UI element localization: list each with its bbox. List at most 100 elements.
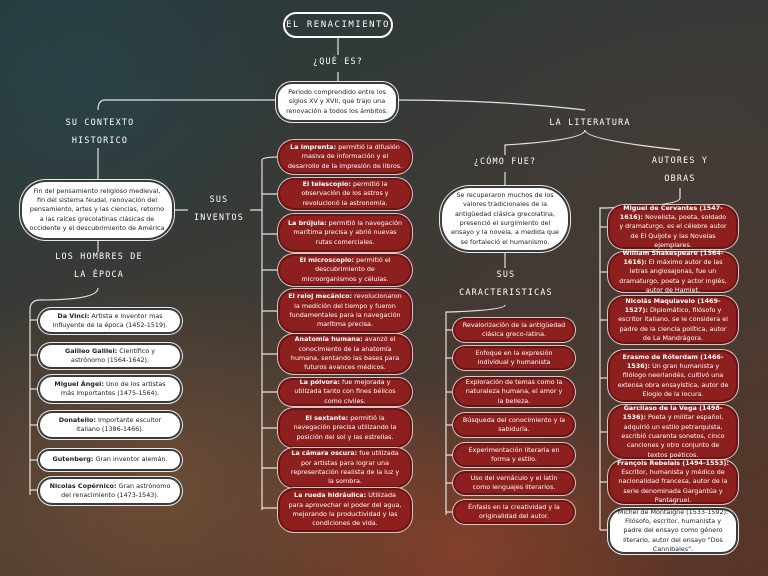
hombre-item-name: Da Vinci: <box>57 311 90 320</box>
autor-item-desc: Poeta y militar español, adquirió un est… <box>621 413 725 459</box>
invento-item-desc: revolucionaron la medición del tiempo y … <box>289 292 402 329</box>
como-fue-label: ¿CÓMO FUE? <box>473 156 537 166</box>
literatura-label: LA LITERATURA <box>549 117 631 127</box>
invento-item: La brújula: permitió la navegación marít… <box>280 216 410 250</box>
invento-item-name: El sextante: <box>305 414 349 423</box>
hombre-item: Gutenberg: Gran inventor alemán. <box>40 451 180 469</box>
autor-item-text: Miguel de Cervantes (1547-1616): Novelis… <box>617 204 729 250</box>
hombre-item: Da Vinci: Artista e inventor mas influye… <box>40 310 180 332</box>
invento-item-desc: avanzó el conocimiento de la anatomía hu… <box>290 335 400 372</box>
autor-item-text: Nicolás Maquiavelo (1469-1527): Diplomát… <box>617 297 729 343</box>
hombre-item-name: Nicolas Copérnico: <box>49 481 117 490</box>
invento-item-text: La cámara oscura: fue utilizada por arti… <box>287 449 403 486</box>
autor-item-text: William Shakespeare (1564-1616): El máxi… <box>617 249 729 295</box>
invento-item-desc: permitió la navegación precisa utilizand… <box>293 414 397 441</box>
que-es-label: ¿QUÉ ES? <box>313 56 363 66</box>
invento-item-text: La rueda hidráulica: Utilizada para apro… <box>287 491 403 528</box>
hombres-label-text: LOS HOMBRES DE LA ÉPOCA <box>55 251 143 279</box>
inventos-label: SUS INVENTOS <box>188 191 250 226</box>
invento-item-name: La pólvora: <box>299 378 340 387</box>
hombre-item-text: Da Vinci: Artista e inventor mas influye… <box>47 312 173 331</box>
como-fue-text: Se recuperaron muchos de los valores tra… <box>451 191 559 246</box>
hombre-item-desc: Importante escultor italiano (1386-1466)… <box>76 415 162 433</box>
caracteristica-item: Búsqueda del conocimiento y la sabiduría… <box>455 415 573 435</box>
hombre-item-text: Donatello: Importante escultor italiano … <box>47 416 173 435</box>
main-title: EL RENACIMIENTO <box>283 12 393 38</box>
autor-item-name: William Shakespeare (1564-1616): <box>622 248 724 267</box>
contexto-node: Fin del pensamiento religioso medieval, … <box>22 182 172 238</box>
invento-item-name: La imprenta: <box>290 143 337 152</box>
invento-item-text: El microscopio: permitió el descubrimien… <box>287 256 403 284</box>
hombre-item: Miguel Ángel: Uno de los artistas más im… <box>40 377 180 401</box>
invento-item-text: Anatomía humana: avanzó el conocimiento … <box>287 335 403 372</box>
que-es-text: Periodo comprendido entre los siglos XV … <box>286 88 388 115</box>
invento-item-desc: permitió la difusión masiva de informaci… <box>287 143 403 170</box>
invento-item-text: El sextante: permitió la navegación prec… <box>287 414 403 442</box>
invento-item-text: La brújula: permitió la navegación marít… <box>287 219 403 247</box>
hombre-item-desc: Artista e inventor mas influyente de la … <box>52 311 168 329</box>
invento-item: La imprenta: permitió la difusión masiva… <box>280 142 410 172</box>
invento-item-text: El reloj mecánico: revolucionaron la med… <box>287 292 403 329</box>
invento-item-text: La imprenta: permitió la difusión masiva… <box>287 143 403 171</box>
invento-item-name: El telescopio: <box>302 180 351 189</box>
autor-item-desc: Novelista, poeta, soldado y dramaturgo, … <box>619 213 727 249</box>
contexto-label: SU CONTEXTO HISTORICO <box>50 114 150 149</box>
invento-item-name: El reloj mecánico: <box>288 292 353 301</box>
autores-label: AUTORES Y OBRAS <box>645 152 715 187</box>
caracteristica-item: Uso del vernáculo y el latín como lengua… <box>455 473 573 493</box>
hombre-item-text: Gutenberg: Gran inventor alemán. <box>52 455 167 464</box>
hombres-label: LOS HOMBRES DE LA ÉPOCA <box>55 248 143 283</box>
hombre-item-text: Nicolas Copérnico: Gran astrónomo del re… <box>47 482 173 501</box>
autor-item: William Shakespeare (1564-1616): El máxi… <box>610 249 736 294</box>
caracteristica-item-text: Exploración de temas como la naturaleza … <box>465 378 563 405</box>
autor-item-desc: Un gran humanista y filólogo neerlandés,… <box>617 362 729 398</box>
hombre-item-name: Miguel Ángel: <box>54 379 104 388</box>
contexto-label-text: SU CONTEXTO HISTORICO <box>65 117 135 145</box>
caracteristica-item: Experimentación literaria en forma y est… <box>455 445 573 465</box>
invento-item-desc: fue utilizada por artistas para lograr u… <box>290 449 400 486</box>
invento-item-name: La rueda hidráulica: <box>294 491 367 500</box>
caracteristica-item: Enfoque en la expresión individual y hum… <box>455 348 573 368</box>
hombre-item-text: Galileo Galilei: Científico y astrónomo … <box>47 347 173 366</box>
hombre-item-desc: Gran inventor alemán. <box>93 455 168 464</box>
inventos-label-text: SUS INVENTOS <box>194 194 244 222</box>
invento-item-desc: fue mejorada y utilizada tanto con fines… <box>294 378 396 405</box>
autor-item-name: Miguel de Cervantes (1547-1616): <box>619 203 723 222</box>
invento-item-desc: permitió la navegación marítima precisa … <box>293 219 403 246</box>
autor-item-text: Garcilaso de la Vega (1498-1536): Poeta … <box>617 404 729 460</box>
contexto-text: Fin del pensamiento religioso medieval, … <box>29 186 165 232</box>
autor-item-name: Garcilaso de la Vega (1498-1536): <box>622 404 723 422</box>
caracteristicas-label: SUS CARACTERISTICAS <box>450 266 562 301</box>
invento-item-text: La pólvora: fue mejorada y utilizada tan… <box>287 378 403 406</box>
invento-item: La cámara oscura: fue utilizada por arti… <box>280 449 410 486</box>
autor-item-desc: El máximo autor de las letras anglosajon… <box>619 258 727 294</box>
autor-item-text: Erasmo de Róterdam (1466-1536): Un gran … <box>617 353 729 399</box>
hombre-item: Galileo Galilei: Científico y astrónomo … <box>40 345 180 367</box>
autor-item-name: Erasmo de Róterdam (1466-1536): <box>622 352 724 371</box>
autor-item: François Rebelais (1494-1553): Escritor,… <box>610 458 736 504</box>
autor-item: Erasmo de Róterdam (1466-1536): Un gran … <box>610 352 736 400</box>
invento-item: Anatomía humana: avanzó el conocimiento … <box>280 335 410 372</box>
invento-item: El reloj mecánico: revolucionaron la med… <box>280 291 410 331</box>
hombre-item-name: Galileo Galilei: <box>64 346 118 355</box>
invento-item-name: La cámara oscura: <box>291 449 358 458</box>
que-es-node: Periodo comprendido entre los siglos XV … <box>278 84 396 120</box>
autores-label-text: AUTORES Y OBRAS <box>651 155 709 183</box>
invento-item-name: El microscopio: <box>299 256 355 265</box>
autor-item: Nicolás Maquiavelo (1469-1527): Diplomát… <box>610 297 736 343</box>
autor-item-name: François Rebelais (1494-1553): <box>617 458 729 467</box>
hombre-item-name: Donatello: <box>58 415 96 424</box>
hombre-item-name: Gutenberg: <box>52 455 94 464</box>
caracteristica-item: Énfasis en la creatividad y la originali… <box>455 502 573 522</box>
caracteristica-item-text: Búsqueda del conocimiento y la sabiduría… <box>462 415 566 433</box>
invento-item: La pólvora: fue mejorada y utilizada tan… <box>280 378 410 406</box>
caracteristica-item: Exploración de temas como la naturaleza … <box>455 378 573 405</box>
invento-item-desc: permitió la observación de los astros y … <box>301 180 389 207</box>
invento-item: El telescopio: permitió la observación d… <box>280 180 410 208</box>
autor-item-desc: Diplomático, filósofo y escritor italian… <box>618 306 728 342</box>
hombre-item-desc: Uno de los artistas más importantes (147… <box>60 379 166 397</box>
autor-item-name: Nicolás Maquiavelo (1469-1527): <box>624 296 721 315</box>
autor-item-desc: Escritor, humanista y médico de nacional… <box>618 468 728 504</box>
hombre-item-desc: Científico y astrónomo (1564-1642). <box>70 346 156 364</box>
